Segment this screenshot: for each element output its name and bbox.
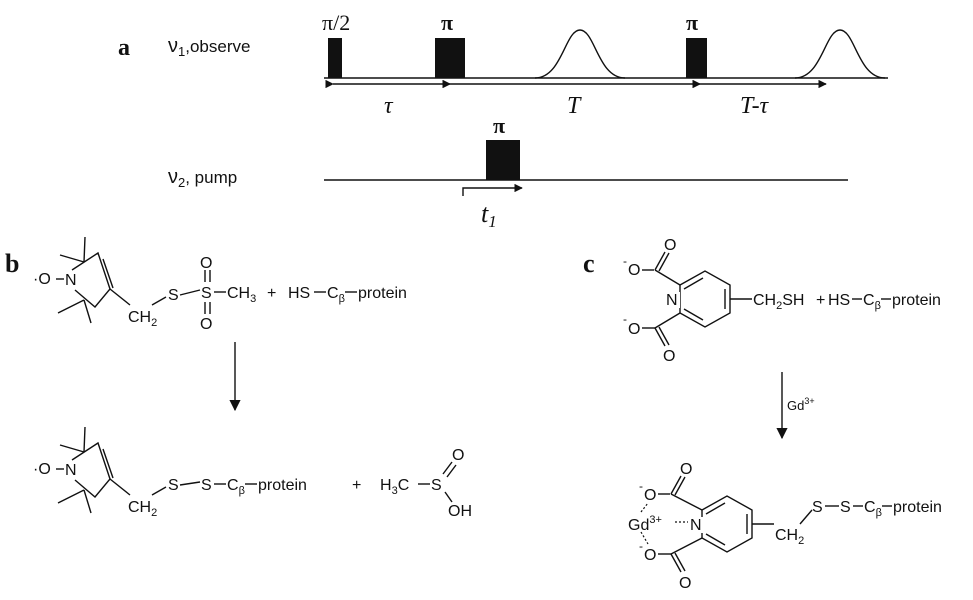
svg-text:Cβ: Cβ xyxy=(864,499,882,519)
pi-label-2: π xyxy=(686,10,698,35)
svg-text:Cβ: Cβ xyxy=(863,292,881,312)
svg-text:O: O xyxy=(628,321,640,338)
pump-pi-label: π xyxy=(493,113,505,138)
panel-a: a ν1,observe π/2 π π τ T T-τ ν2, pump π … xyxy=(118,10,888,231)
pi-pulse-1 xyxy=(435,38,465,78)
pi-half-pulse xyxy=(328,38,342,78)
panel-a-label: a xyxy=(118,35,130,61)
svg-text:-: - xyxy=(623,254,627,268)
svg-text:S: S xyxy=(201,477,212,494)
svg-text:Cβ: Cβ xyxy=(227,477,245,497)
svg-text:O: O xyxy=(452,447,464,464)
t1-label: t1 xyxy=(481,199,497,231)
pump-channel-label: ν2, pump xyxy=(168,166,237,190)
gd-dpa-labeled-protein: - O O N Gd3+ CH2 S S Cβ pro xyxy=(628,461,942,592)
t1-arrow xyxy=(462,183,523,196)
svg-text:O: O xyxy=(680,461,692,478)
panel-c-label: c xyxy=(583,249,595,278)
sulfur-1: S xyxy=(168,287,179,304)
panel-b: b ·O N CH2 S S O O xyxy=(5,236,472,520)
svg-text:H3C: H3C xyxy=(380,477,409,497)
plus-2: + xyxy=(352,477,361,494)
svg-text:-: - xyxy=(639,479,643,493)
observe-channel-label: ν1,observe xyxy=(168,35,250,59)
pyridine-ring xyxy=(679,270,731,328)
dpa-thiol-reagent: - O O N CH2SH - O O + HS Cβ xyxy=(623,237,941,365)
ring-n: N xyxy=(65,272,77,289)
svg-text:S: S xyxy=(812,499,823,516)
sulfonyl-o-bottom: O xyxy=(200,316,212,333)
svg-text:+: + xyxy=(816,292,825,309)
svg-text:OH: OH xyxy=(448,503,472,520)
pyridine-n: N xyxy=(666,292,678,309)
svg-text:Cβ: Cβ xyxy=(327,285,345,305)
sulfonyl-o-top: O xyxy=(200,255,212,272)
svg-text:-: - xyxy=(639,539,643,553)
nitroxide-o-product: ·O xyxy=(33,461,51,478)
gd-ion: Gd3+ xyxy=(628,514,662,534)
gd-reagent: Gd3+ xyxy=(787,396,815,413)
svg-text:protein: protein xyxy=(893,499,942,516)
T-label: T xyxy=(567,93,582,119)
mtsl-reagent: ·O N CH2 S S O O CH3 xyxy=(33,236,256,333)
tau-label: τ xyxy=(384,93,394,119)
svg-text:HS: HS xyxy=(288,285,310,302)
svg-text:CH2SH: CH2SH xyxy=(753,292,804,312)
svg-text:protein: protein xyxy=(892,292,941,309)
svg-text:protein: protein xyxy=(358,285,407,302)
echo-1 xyxy=(534,29,626,79)
sulfur-2: S xyxy=(201,285,212,302)
echo-2 xyxy=(794,29,886,79)
T-minus-tau-label: T-τ xyxy=(740,93,770,119)
svg-text:O: O xyxy=(628,262,640,279)
plus-1: + xyxy=(267,285,276,302)
svg-text:S: S xyxy=(840,499,851,516)
pi-pulse-2 xyxy=(686,38,707,78)
svg-text:O: O xyxy=(664,237,676,254)
svg-text:O: O xyxy=(644,487,656,504)
pi-label-1: π xyxy=(441,10,453,35)
svg-text:N: N xyxy=(65,462,77,479)
ch3: CH3 xyxy=(227,285,256,305)
svg-text:S: S xyxy=(431,477,442,494)
pi-half-label: π/2 xyxy=(322,10,350,35)
pyridine-ring-product xyxy=(701,495,753,553)
svg-text:O: O xyxy=(663,348,675,365)
pump-pi-pulse xyxy=(486,140,520,180)
panel-b-label: b xyxy=(5,249,19,278)
nitroxide-o: ·O xyxy=(33,271,51,288)
svg-text:-: - xyxy=(623,312,627,326)
panel-c: c - O O N CH2SH - O O + xyxy=(583,237,942,592)
svg-text:CH2: CH2 xyxy=(128,499,157,519)
svg-text:N: N xyxy=(690,517,702,534)
ch2: CH2 xyxy=(128,309,157,329)
svg-text:CH2: CH2 xyxy=(775,527,804,547)
svg-text:S: S xyxy=(168,477,179,494)
svg-text:O: O xyxy=(679,575,691,592)
cysteine-protein: HS Cβ protein xyxy=(288,285,407,305)
methanesulfinic-acid: H3C S O OH xyxy=(380,447,472,520)
spin-labeled-protein: ·O N CH2 S S Cβ protein xyxy=(33,426,307,519)
svg-text:HS: HS xyxy=(828,292,850,309)
svg-text:protein: protein xyxy=(258,477,307,494)
svg-text:O: O xyxy=(644,547,656,564)
